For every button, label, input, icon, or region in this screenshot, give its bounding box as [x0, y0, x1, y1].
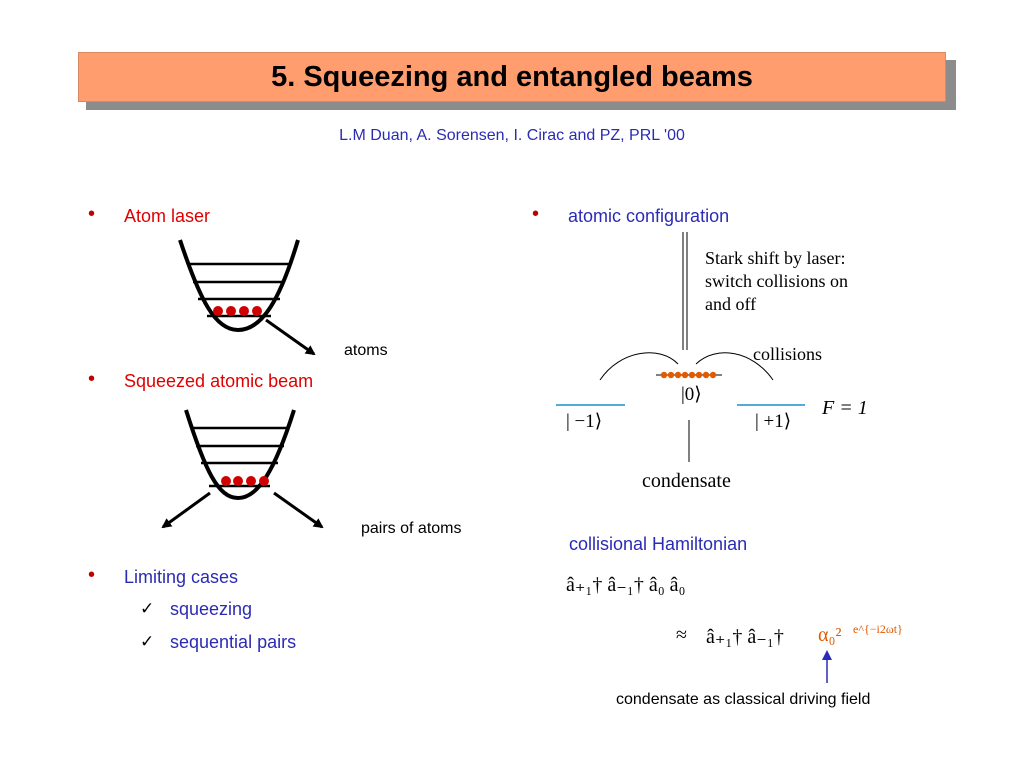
- condensate-atom-dot: [702, 371, 710, 379]
- subitem-label: squeezing: [170, 599, 253, 619]
- collision-arc-left: [599, 352, 679, 381]
- atom-dot: [226, 306, 236, 316]
- driven-equation-condensate-amplitude: α₀²: [818, 624, 842, 646]
- title-box: 5. Squeezing and entangled beams: [78, 52, 946, 102]
- condensate-atom-dot: [681, 371, 689, 379]
- atom-dot: [213, 306, 223, 316]
- checkmark-icon: ✓: [140, 599, 155, 618]
- limiting-cases-label: Limiting cases: [124, 567, 239, 587]
- ket-zero-label: |0⟩: [681, 384, 702, 405]
- stark-shift-line1: Stark shift by laser:: [705, 248, 846, 268]
- f-quantum-number-label: F = 1: [822, 397, 868, 419]
- hamiltonian-equation: â₊₁† â₋₁† â₀ â₀: [566, 574, 686, 596]
- atom-dot: [252, 306, 262, 316]
- pair-right-arrow: [273, 491, 324, 529]
- condensate-atom-dot: [674, 371, 682, 379]
- condensate-label: condensate: [642, 470, 731, 492]
- pair-left-arrow: [161, 491, 211, 529]
- condensate-atom-dot: [667, 371, 675, 379]
- bullet-dot: •: [88, 564, 96, 586]
- ket-plus-one-label: | +1⟩: [755, 411, 792, 432]
- atom-dot: [221, 476, 231, 486]
- pairs-label: pairs of atoms: [361, 520, 462, 537]
- atomic-configuration-diagram: [556, 232, 805, 462]
- trap-potential-curve: [178, 239, 300, 333]
- stark-shift-line3: and off: [705, 294, 757, 314]
- bullet-dot: •: [88, 203, 96, 225]
- collision-arc-right: [695, 352, 774, 381]
- atom-dot: [239, 306, 249, 316]
- squeezed-beam-label: Squeezed atomic beam: [124, 371, 314, 391]
- atom-laser-trap: [178, 239, 316, 356]
- slide-title: 5. Squeezing and entangled beams: [271, 60, 753, 93]
- atom-dot: [233, 476, 243, 486]
- collisions-label: collisions: [753, 344, 823, 364]
- checkmark-icon: ✓: [140, 632, 155, 651]
- reference-citation: L.M Duan, A. Sorensen, I. Cirac and PZ, …: [339, 127, 685, 144]
- condensate-atom-dot: [695, 371, 703, 379]
- bullet-dot: •: [532, 203, 540, 225]
- condensate-atom-dot: [688, 371, 696, 379]
- trap-potential-curve: [184, 409, 296, 501]
- subitem-label: sequential pairs: [170, 632, 297, 652]
- stark-shift-line2: switch collisions on: [705, 271, 848, 291]
- approx-symbol: ≈: [676, 624, 687, 646]
- atom-output-arrow: [265, 318, 316, 356]
- driven-equation-phase: e^{−i2ωt}: [853, 622, 903, 636]
- condensate-atom-dot: [660, 371, 668, 379]
- ket-minus-one-label: | −1⟩: [566, 411, 603, 432]
- squeezed-beam-trap: [161, 409, 324, 529]
- atomic-configuration-label: atomic configuration: [568, 206, 730, 226]
- hamiltonian-label: collisional Hamiltonian: [569, 534, 748, 554]
- condensate-atom-dot: [709, 371, 717, 379]
- bullet-dot: •: [88, 368, 96, 390]
- atom-dot: [246, 476, 256, 486]
- driving-field-label: condensate as classical driving field: [616, 691, 871, 708]
- driven-equation-operators: â₊₁† â₋₁†: [706, 626, 784, 648]
- atom-laser-label: Atom laser: [124, 206, 211, 226]
- atom-dot: [259, 476, 269, 486]
- atoms-label: atoms: [344, 342, 388, 359]
